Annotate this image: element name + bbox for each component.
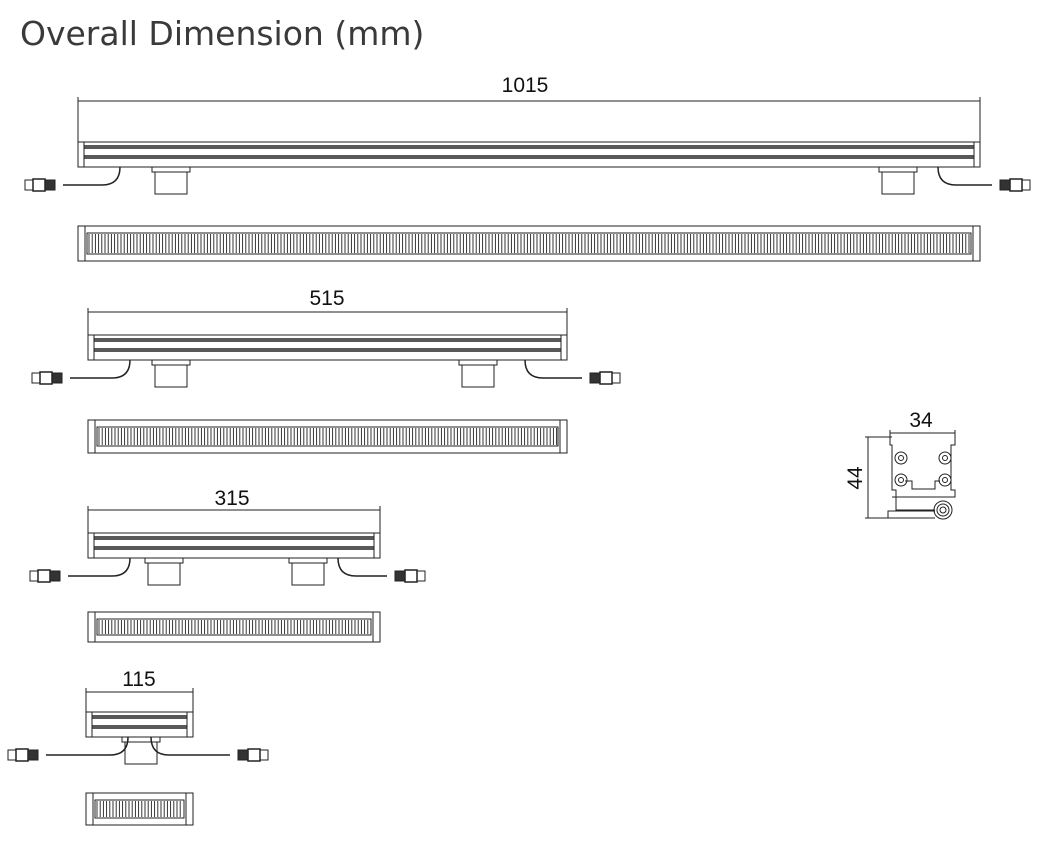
cross-section bbox=[865, 430, 956, 520]
dim-label-315: 315 bbox=[214, 487, 249, 510]
connector-icon bbox=[31, 371, 63, 385]
led-array bbox=[88, 234, 970, 253]
dim-label-515: 515 bbox=[309, 287, 344, 310]
connector-icon bbox=[7, 748, 39, 762]
screw-boss bbox=[938, 473, 952, 487]
side-view bbox=[24, 141, 1031, 195]
led-array bbox=[96, 801, 181, 817]
cable-gland bbox=[933, 500, 953, 520]
front-view bbox=[77, 225, 981, 262]
fixture-1015 bbox=[24, 97, 1031, 262]
fixture-115 bbox=[7, 688, 269, 826]
screw-boss bbox=[938, 451, 952, 465]
front-view bbox=[85, 792, 194, 826]
fixture-315 bbox=[29, 506, 426, 643]
front-view bbox=[87, 419, 568, 454]
mounting-bracket bbox=[151, 166, 191, 195]
mounting-bracket bbox=[878, 166, 918, 195]
side-view bbox=[29, 532, 426, 586]
page-title: Overall Dimension (mm) bbox=[20, 14, 425, 53]
cable bbox=[63, 166, 121, 186]
cable bbox=[46, 736, 129, 756]
profile-outline bbox=[889, 437, 956, 498]
connector-icon bbox=[237, 748, 269, 762]
fixture-515 bbox=[31, 308, 621, 454]
mounting-bracket bbox=[151, 359, 191, 388]
cable bbox=[68, 557, 131, 577]
connector-icon bbox=[394, 569, 426, 583]
cable bbox=[150, 736, 230, 756]
side-view bbox=[31, 334, 621, 388]
mounting-bracket bbox=[144, 557, 184, 586]
cable bbox=[337, 557, 387, 577]
connector-icon bbox=[999, 178, 1031, 192]
cable bbox=[937, 166, 992, 186]
front-view bbox=[87, 611, 381, 643]
section-height-label: 44 bbox=[844, 466, 867, 490]
connector-icon bbox=[29, 569, 61, 583]
dim-label-1015: 1015 bbox=[502, 74, 549, 97]
mounting-bracket bbox=[288, 557, 328, 586]
connector-icon bbox=[589, 371, 621, 385]
side-view bbox=[7, 711, 269, 765]
led-array bbox=[98, 620, 369, 634]
cable bbox=[524, 359, 582, 379]
mounting-bracket bbox=[458, 359, 498, 388]
cable bbox=[70, 359, 131, 379]
section-width-label: 34 bbox=[909, 409, 933, 432]
screw-boss bbox=[894, 473, 908, 487]
screw-boss bbox=[894, 451, 908, 465]
connector-icon bbox=[24, 178, 56, 192]
dim-label-115: 115 bbox=[122, 668, 155, 691]
led-array bbox=[98, 428, 558, 445]
mounting-bracket bbox=[121, 736, 161, 765]
